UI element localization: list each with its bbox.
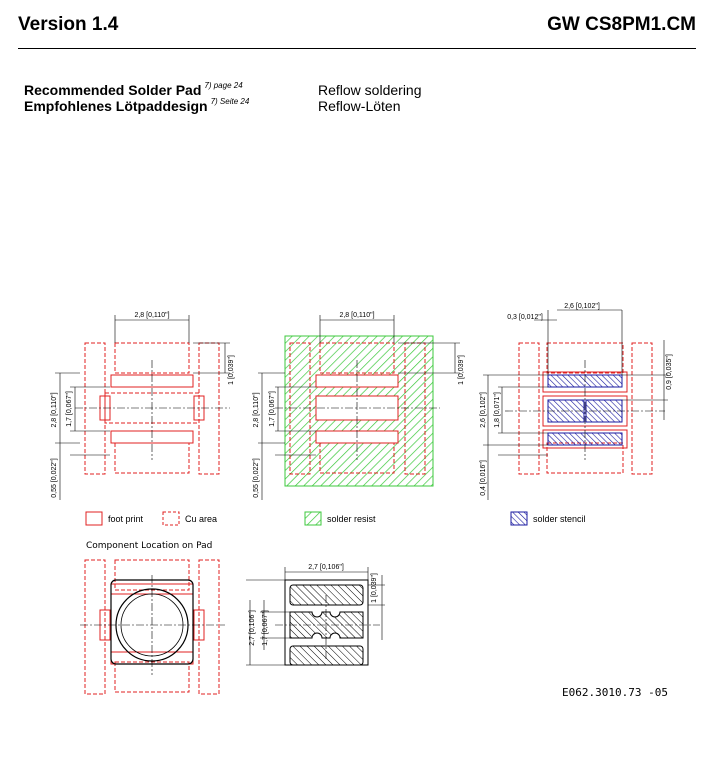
dim-comp-inner: 1,7 [0,067"] — [262, 610, 269, 646]
title-en-text: Recommended Solder Pad — [24, 82, 202, 98]
dim-stencil-pad-height: 0,9 [0,035"] — [666, 354, 673, 390]
title-de-text: Empfohlenes Lötpaddesign — [24, 98, 208, 114]
dim-inner-height: 1,7 [0,067"] — [66, 391, 73, 427]
legend-stencil-swatch — [510, 511, 528, 526]
title-de-ref: 7) Seite 24 — [210, 97, 250, 106]
dim-resist-inner: 1,7 [0,067"] — [269, 391, 276, 427]
legend-solder-resist: solder resist — [327, 514, 376, 524]
view-component-dims: 2,7 [0,106"] 2,7 [0,106"] 1,7 [0,067"] 1… — [246, 564, 385, 666]
process-de: Reflow-Löten — [318, 98, 401, 114]
dim-resist-spacing: 2,8 [0,110"] — [339, 312, 374, 319]
dim-stencil-width: 2,6 [0,102"] — [564, 303, 600, 310]
dim-comp-pad: 1 [0,039"] — [371, 573, 378, 603]
dim-resist-total: 2,8 [0,110"] — [253, 392, 260, 427]
legend-solder-stencil: solder stencil — [533, 514, 586, 524]
dim-pad-height: 1 [0,039"] — [228, 355, 235, 385]
legend-cu-area: Cu area — [185, 514, 217, 524]
dim-resist-gap: 0,55 [0,022"] — [253, 458, 260, 498]
drawing-number: E062.3010.73 -05 — [562, 686, 668, 699]
legend-footprint-swatch — [85, 511, 103, 526]
dim-total-height: 2,8 [0,110"] — [51, 392, 58, 427]
legend-resist-swatch — [304, 511, 322, 526]
dim-stencil-inner: 1,8 [0,071"] — [494, 392, 501, 428]
header-rule — [18, 48, 696, 49]
view-solder-resist: 2,8 [0,110"] 2,8 [0,110"] 1,7 [0,067"] 0… — [253, 312, 465, 500]
dim-stencil-offset: 0,3 [0,012"] — [507, 314, 543, 321]
view-footprint: 2,8 [0,110"] 2,8 [0,110"] 1,7 [0,067"] 0… — [51, 312, 235, 500]
view-solder-stencil: 2,6 [0,102"] 0,3 [0,012"] 2,6 [0,102"] 1… — [480, 303, 673, 500]
dim-comp-width: 2,7 [0,106"] — [308, 564, 344, 571]
legend-cu-swatch — [162, 511, 180, 526]
title-en-ref: 7) page 24 — [204, 81, 243, 90]
dim-stencil-gap: 0,4 [0,016"] — [480, 460, 487, 496]
view-component-location — [80, 559, 225, 695]
dim-pad-spacing: 2,8 [0,110"] — [134, 312, 169, 319]
dim-resist-pad-height: 1 [0,039"] — [458, 355, 465, 385]
process-en: Reflow soldering — [318, 82, 422, 98]
legend-footprint: foot print — [108, 514, 144, 524]
component-location-title: Component Location on Pad — [86, 541, 212, 551]
version-label: Version 1.4 — [18, 14, 119, 35]
legend: foot print Cu area solder resist solder … — [85, 511, 586, 526]
dim-stencil-total: 2,6 [0,102"] — [480, 392, 487, 428]
product-code: GW CS8PM1.CM — [547, 14, 696, 35]
solder-pad-drawing: 2,8 [0,110"] 2,8 [0,110"] 1,7 [0,067"] 0… — [51, 303, 673, 695]
dim-gap: 0,55 [0,022"] — [51, 458, 58, 498]
dim-comp-height: 2,7 [0,106"] — [249, 610, 256, 646]
